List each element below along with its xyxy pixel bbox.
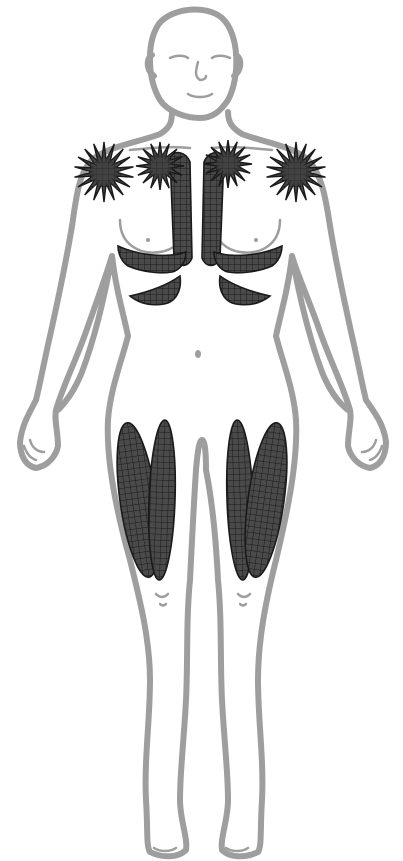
- left-lower-ribs-region: [118, 246, 186, 305]
- groin-contour: [196, 440, 206, 470]
- head-outline: [150, 10, 236, 118]
- left-kneecap: [156, 594, 168, 606]
- starburst-markers: [75, 140, 326, 202]
- left-eye: [170, 56, 188, 58]
- right-nipple: [254, 238, 258, 242]
- right-breast: [214, 220, 280, 253]
- left-foot-toes: [154, 848, 176, 851]
- right-shoulder-starburst-core: [282, 158, 310, 186]
- right-kneecap: [238, 594, 250, 606]
- left-nipple: [146, 238, 150, 242]
- mouth: [188, 94, 212, 97]
- right-hand-fingers: [362, 440, 382, 460]
- navel: [195, 350, 201, 358]
- left-upper-chest-starburst-core: [148, 154, 172, 178]
- left-thigh-medial-region: [146, 420, 178, 581]
- nose: [196, 62, 206, 80]
- right-upper-chest-starburst-core: [216, 152, 240, 176]
- left-hand-fingers: [24, 440, 44, 460]
- body-outline: [20, 10, 386, 857]
- hatched-regions: [109, 153, 294, 581]
- right-eye: [212, 56, 230, 58]
- right-lower-ribs-region: [214, 246, 282, 305]
- left-shoulder-starburst-core: [90, 158, 118, 186]
- right-foot-toes: [226, 848, 248, 851]
